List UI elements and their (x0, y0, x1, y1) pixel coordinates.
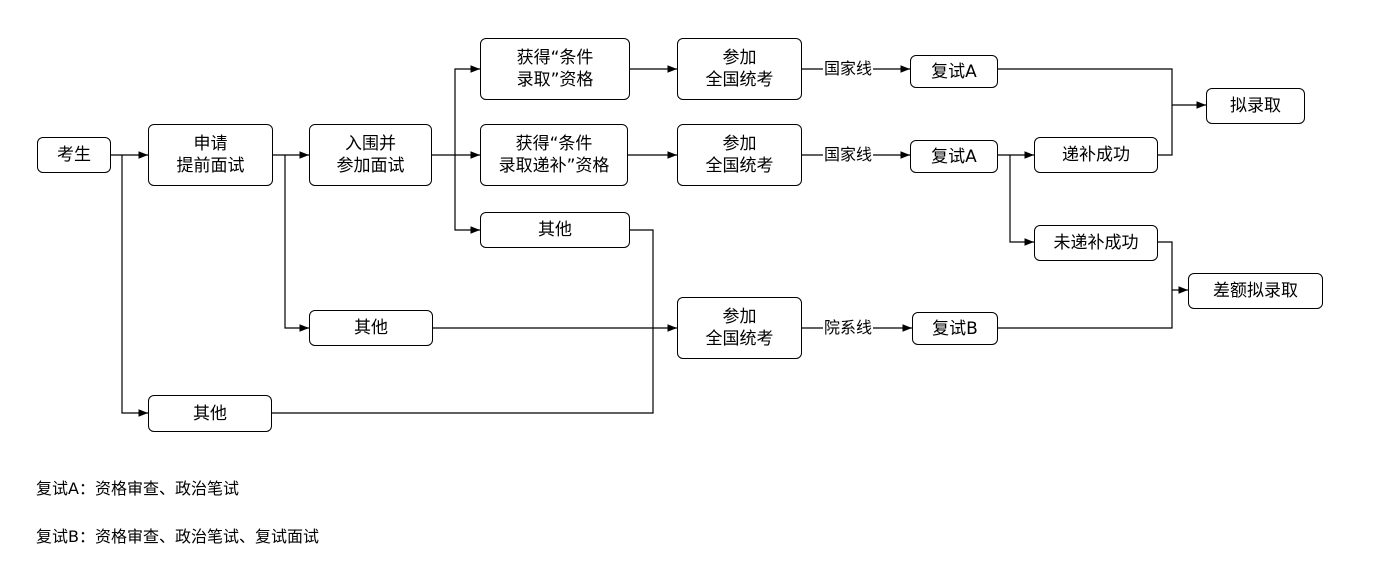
node-weidibu: 未递补成功 (1034, 225, 1158, 261)
node-tongkao1: 参加 全国统考 (677, 38, 802, 100)
node-fushiB: 复试B (912, 312, 998, 345)
edge-ruwei-tiaojian (454, 65, 480, 155)
edge-fushiA1-nilu (998, 68, 1173, 105)
node-chae: 差额拟录取 (1188, 273, 1323, 309)
node-kaosheng: 考生 (37, 137, 111, 173)
node-tongkao3: 参加 全国统考 (677, 297, 802, 359)
edge-dibuchenggong-nilu (1158, 105, 1173, 156)
edge-weidibu-chae (1158, 241, 1173, 290)
edge-label-guojiaxian-1: 国家线 (823, 59, 874, 79)
node-shenqing: 申请 提前面试 (148, 124, 273, 186)
edge-kaosheng-qita3 (121, 155, 148, 417)
node-tongkao2: 参加 全国统考 (677, 124, 802, 186)
note-fushiB: 复试B：资格审查、政治笔试、复试面试 (36, 527, 319, 546)
edge-qita1-tongkao3 (272, 229, 654, 414)
edge-label-guojiaxian-2: 国家线 (823, 145, 874, 165)
node-dibu: 获得“条件 录取递补”资格 (480, 124, 628, 186)
node-dibuchenggong: 递补成功 (1034, 137, 1158, 173)
node-qita2: 其他 (309, 310, 433, 346)
node-ruwei: 入围并 参加面试 (309, 124, 432, 186)
node-tiaojian: 获得“条件 录取”资格 (480, 38, 630, 100)
node-fushiA1: 复试A (910, 55, 998, 88)
edge-ruwei-qita1 (454, 155, 480, 234)
node-fushiA2: 复试A (910, 140, 998, 173)
node-qita3: 其他 (148, 395, 272, 432)
edge-shenqing-qita2 (284, 155, 309, 332)
edge-fushiB-chae (998, 290, 1173, 329)
edge-label-yuanxixian: 院系线 (823, 318, 874, 338)
node-nilu: 拟录取 (1206, 88, 1305, 124)
node-qita1: 其他 (480, 212, 630, 248)
edge-fushiA2-weidibu (1009, 155, 1034, 246)
note-fushiA: 复试A：资格审查、政治笔试 (36, 479, 239, 498)
